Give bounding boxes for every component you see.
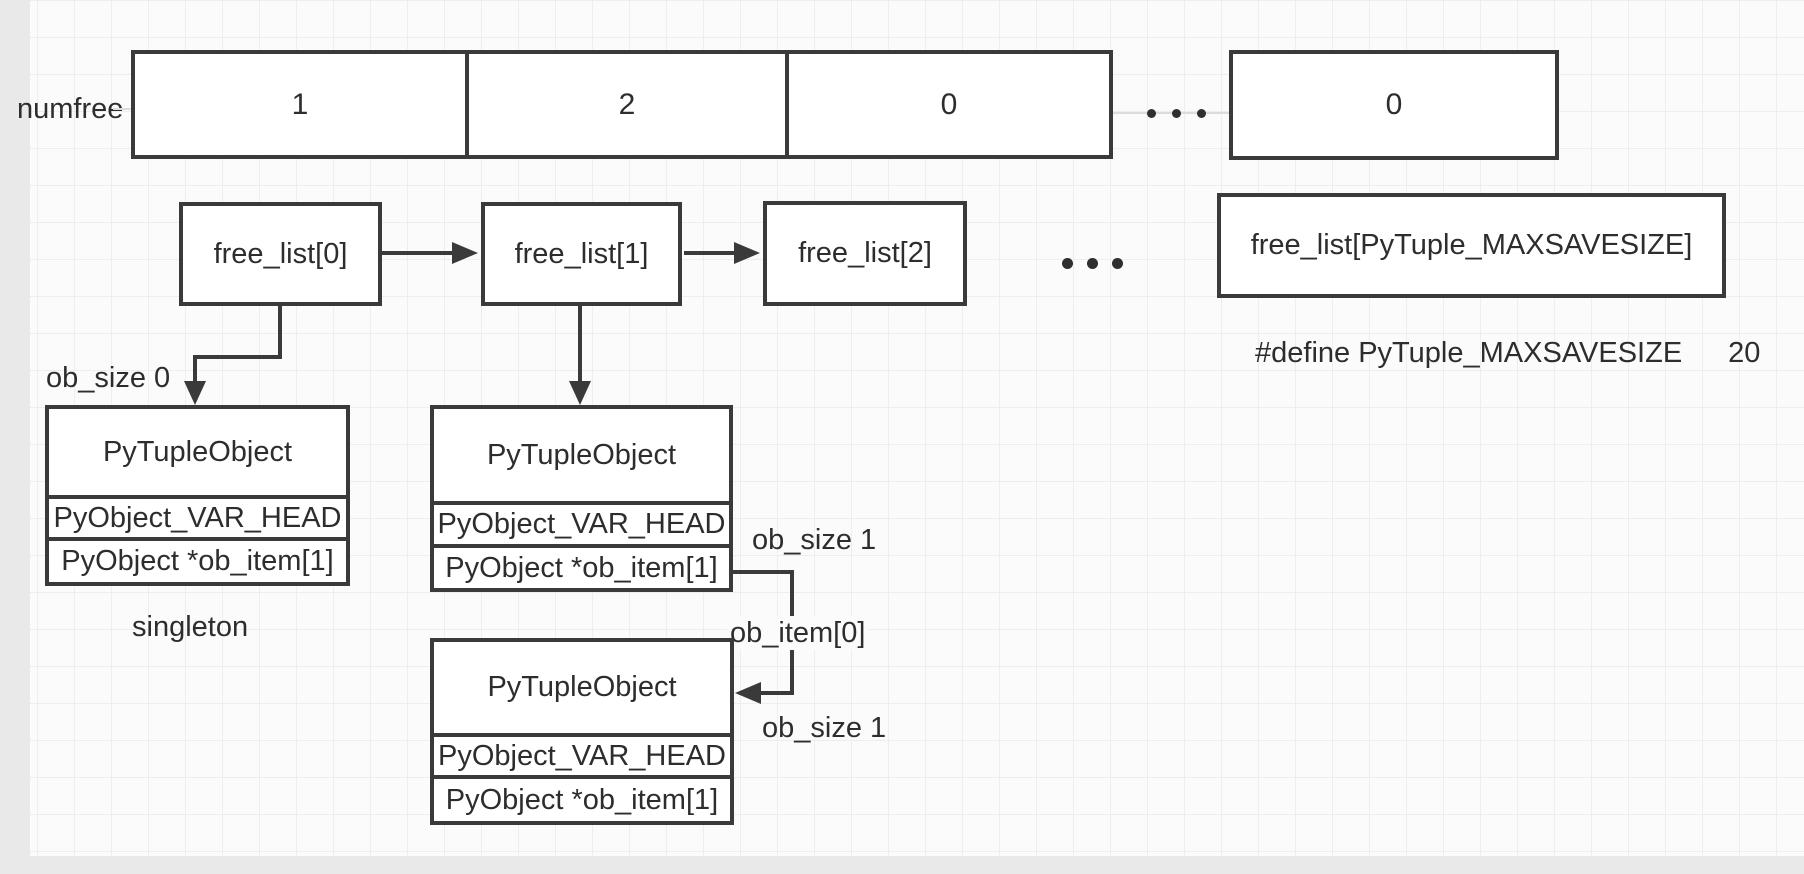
pytuple-object-3-ob-item: PyObject *ob_item[1] <box>434 775 730 821</box>
define-value: 20 <box>1728 337 1761 369</box>
pytuple-object-3-title: PyTupleObject <box>487 671 677 703</box>
ob-size-1-top-label: ob_size 1 <box>752 524 877 556</box>
arrow-node1-to-tuple2-shaft <box>578 304 582 383</box>
free-list-node-maxsavesize: free_list[PyTuple_MAXSAVESIZE] <box>1217 193 1726 298</box>
arrow-node0-to-node1-shaft <box>382 251 454 255</box>
arrow-node1-to-node2-shaft <box>684 251 736 255</box>
define-maxsavesize-text: #define PyTuple_MAXSAVESIZE 20 <box>1255 336 1760 370</box>
numfree-array: 1 2 0 <box>131 50 1113 159</box>
pytuple-object-2-ob-item: PyObject *ob_item[1] <box>434 544 729 588</box>
singleton-label: singleton <box>132 611 249 643</box>
numfree-cell-2: 0 <box>785 54 1109 155</box>
pytuple-object-2-title: PyTupleObject <box>486 438 677 471</box>
pytuple-object-3-var-head: PyObject_VAR_HEAD <box>434 733 730 775</box>
free-list-node-0: free_list[0] <box>179 202 382 306</box>
arrow-node0-to-tuple1-h <box>193 355 282 359</box>
pytuple-object-1: PyTupleObject PyObject_VAR_HEAD PyObject… <box>45 405 350 586</box>
pytuple-object-1-ob-item: PyObject *ob_item[1] <box>49 537 346 582</box>
numfree-cell-0: 1 <box>291 87 309 121</box>
ellipsis-dots-top-icon <box>1172 109 1181 118</box>
arrow-obitem-h1 <box>731 570 792 574</box>
arrow-node0-to-tuple1-v1 <box>278 304 282 359</box>
ellipsis-dots-top-icon <box>1147 109 1156 118</box>
define-text: #define PyTuple_MAXSAVESIZE <box>1255 337 1683 369</box>
arrow-right-icon <box>734 242 760 264</box>
pytuple-object-3: PyTupleObject PyObject_VAR_HEAD PyObject… <box>430 638 734 825</box>
numfree-last-cell-box: 0 <box>1229 50 1559 160</box>
pytuple-object-1-var-head: PyObject_VAR_HEAD <box>49 495 346 537</box>
numfree-ellipsis-line <box>1113 112 1229 114</box>
pytuple-object-2-var-head: PyObject_VAR_HEAD <box>434 501 729 544</box>
ellipsis-dots-top-icon <box>1197 109 1206 118</box>
ellipsis-dots-mid-icon <box>1112 258 1123 269</box>
pytuple-object-2: PyTupleObject PyObject_VAR_HEAD PyObject… <box>430 405 733 592</box>
arrow-down-icon <box>569 381 591 405</box>
arrow-right-icon <box>452 242 478 264</box>
ob-item-0-label: ob_item[0] <box>727 616 869 650</box>
bottom-margin-strip <box>0 856 1804 874</box>
numfree-tick-line <box>113 108 131 110</box>
numfree-cell-1: 2 <box>465 54 785 155</box>
left-margin-strip <box>0 0 30 874</box>
free-list-node-1: free_list[1] <box>481 202 682 306</box>
arrow-obitem-h2 <box>759 691 792 695</box>
free-list-node-2: free_list[2] <box>763 201 967 306</box>
arrow-left-icon <box>735 682 761 704</box>
ellipsis-dots-mid-icon <box>1062 258 1073 269</box>
ob-size-0-label: ob_size 0 <box>46 362 171 394</box>
numfree-label: numfree <box>17 93 124 125</box>
arrow-down-icon <box>184 381 206 405</box>
ob-size-1-bottom-label: ob_size 1 <box>762 712 887 744</box>
ellipsis-dots-mid-icon <box>1087 258 1098 269</box>
numfree-cell-last: 0 <box>1385 88 1403 121</box>
arrow-node0-to-tuple1-v2 <box>193 359 197 381</box>
pytuple-object-1-title: PyTupleObject <box>102 435 293 468</box>
